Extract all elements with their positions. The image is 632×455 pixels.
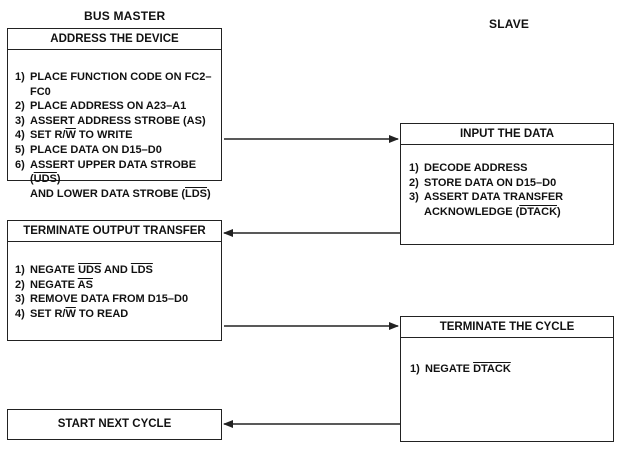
step-number: 2) (409, 176, 419, 189)
input-step-3: 3) ASSERT DATA TRANSFER (409, 190, 613, 205)
terminate-cycle-step-1: 1) NEGATE DTACK (410, 362, 613, 377)
terminate-output-step-1: 1) NEGATE UDS AND LDS (15, 263, 221, 278)
step-text: REMOVE DATA FROM D15–D0 (30, 293, 189, 306)
step-signal: LDS (130, 264, 153, 276)
step-number: 3) (15, 114, 25, 127)
address-step-1: 1) PLACE FUNCTION CODE ON FC2–FC0 (15, 70, 221, 99)
step-text: NEGATE (30, 278, 78, 291)
step-number: 2) (15, 100, 25, 113)
start-next-cycle-box: START NEXT CYCLE (7, 409, 222, 440)
terminate-output-step-4: 4) SET R/W TO READ (15, 307, 221, 322)
step-number: 4) (15, 307, 25, 320)
slave-heading: SLAVE (489, 17, 530, 31)
step-number: 3) (409, 191, 419, 204)
step-text: AND LOWER DATA STROBE ( (30, 187, 186, 200)
step-text: ACKNOWLEDGE ( (424, 205, 520, 218)
step-signal: W (65, 307, 76, 320)
terminate-the-cycle-box: TERMINATE THE CYCLE 1) NEGATE DTACK (400, 316, 614, 442)
step-signal: W (65, 129, 76, 142)
step-text: NEGATE (425, 363, 474, 375)
step-text: PLACE ADDRESS ON A23–A1 (30, 100, 187, 113)
step-text: ASSERT ADDRESS STROBE ( (30, 114, 187, 127)
step-text: ) (557, 205, 561, 218)
step-number: 6) (15, 158, 25, 171)
step-number: 4) (15, 129, 25, 142)
step-number: 1) (409, 162, 419, 174)
step-text: PLACE DATA ON D15–D0 (30, 143, 162, 156)
address-step-3: 3) ASSERT ADDRESS STROBE (AS) (15, 114, 221, 129)
address-step-5: 5) PLACE DATA ON D15–D0 (15, 143, 221, 158)
step-number: 1) (15, 71, 25, 83)
input-box-title: INPUT THE DATA (401, 124, 613, 145)
terminate-cycle-box-title: TERMINATE THE CYCLE (401, 317, 613, 338)
input-step-1: 1) DECODE ADDRESS (409, 161, 613, 176)
step-signal: UDS (78, 264, 102, 276)
address-step-2: 2) PLACE ADDRESS ON A23–A1 (15, 99, 221, 114)
step-number: 1) (410, 363, 420, 375)
step-text: SET R/ (30, 307, 66, 320)
step-text: TO WRITE (75, 129, 133, 142)
start-box-title: START NEXT CYCLE (57, 418, 172, 430)
step-signal: UDS (33, 173, 57, 186)
terminate-cycle-steps: 1) NEGATE DTACK (410, 362, 613, 377)
address-steps: 1) PLACE FUNCTION CODE ON FC2–FC0 2) PLACE… (15, 70, 221, 201)
address-step-4: 4) SET R/W TO WRITE (15, 128, 221, 143)
address-box-title: ADDRESS THE DEVICE (8, 29, 221, 50)
step-text: ) (56, 173, 61, 186)
step-signal: DTACK (519, 205, 558, 218)
step-text: ASSERT DATA TRANSFER (424, 191, 564, 204)
step-text: ) (201, 114, 206, 127)
address-step-6-cont: AND LOWER DATA STROBE (LDS) (15, 187, 221, 202)
address-step-6: 6) ASSERT UPPER DATA STROBE (UDS) (15, 158, 221, 187)
input-step-3-cont: ACKNOWLEDGE (DTACK) (409, 205, 613, 220)
bus-master-heading: BUS MASTER (84, 9, 166, 23)
step-number: 2) (15, 278, 25, 291)
input-steps: 1)DECODE ADDRESS 2)STORE DATA ON D15–D0 … (409, 161, 613, 219)
step-number: 3) (15, 293, 25, 306)
terminate-output-box-title: TERMINATE OUTPUT TRANSFER (8, 221, 221, 242)
step-number: 5) (15, 143, 25, 156)
step-text: AND (101, 264, 131, 276)
step-text: ) (207, 187, 211, 200)
step-text: STORE DATA ON D15–D0 (424, 176, 557, 189)
step-text: SET R/ (30, 129, 66, 142)
step-text: DECODE ADDRESS (424, 162, 528, 174)
step-number: 1) (15, 264, 25, 276)
terminate-output-transfer-box: TERMINATE OUTPUT TRANSFER 1) NEGATE UDS A… (7, 220, 222, 341)
terminate-output-step-3: 3) REMOVE DATA FROM D15–D0 (15, 292, 221, 307)
step-text: TO READ (75, 307, 129, 320)
terminate-output-steps: 1) NEGATE UDS AND LDS 2) NEGATE AS 3) REMOV… (15, 263, 221, 321)
input-step-2: 2) STORE DATA ON D15–D0 (409, 176, 613, 191)
step-text: PLACE FUNCTION CODE ON FC2–FC0 (30, 71, 212, 98)
step-signal: AS (186, 114, 202, 127)
address-the-device-box: ADDRESS THE DEVICE 1) PLACE FUNCTION CODE… (7, 28, 222, 200)
step-signal: AS (77, 278, 93, 291)
step-signal: DTACK (473, 363, 511, 375)
step-text: ASSERT UPPER DATA STROBE ( (30, 158, 197, 186)
terminate-output-step-2: 2) NEGATE AS (15, 278, 221, 293)
input-the-data-box: INPUT THE DATA 1) DECODE ADDRESS 2) STORE … (400, 123, 614, 245)
step-text: NEGATE (30, 264, 79, 276)
step-signal: LDS (185, 187, 208, 200)
